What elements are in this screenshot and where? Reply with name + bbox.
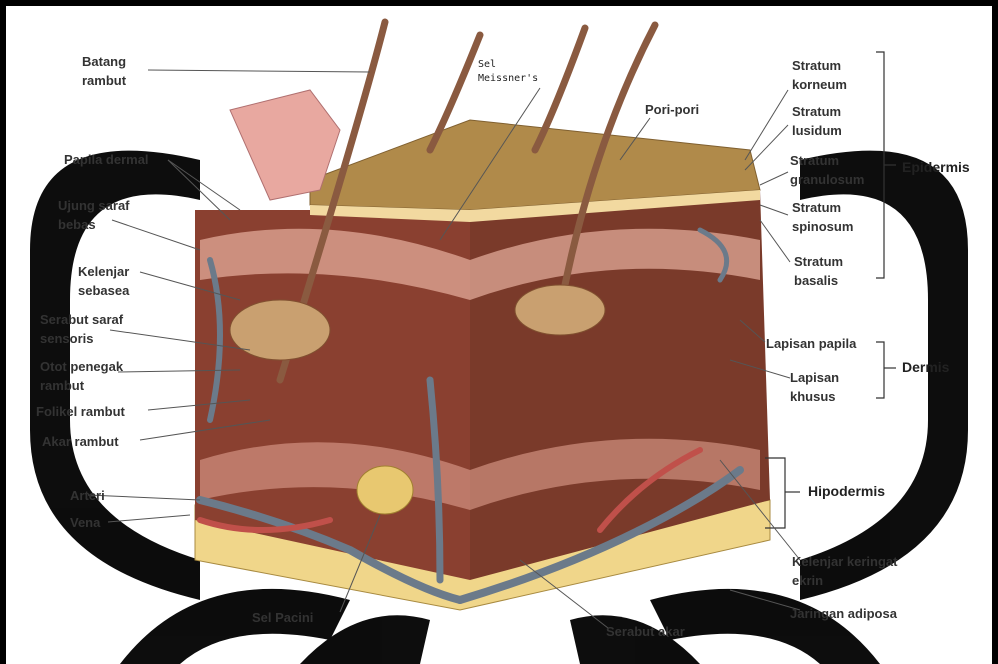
frame-right bbox=[992, 0, 998, 664]
label-sel-meissner: Sel Meissner's bbox=[478, 58, 538, 86]
label-stratum-lusidum: Stratum lusidum bbox=[792, 102, 842, 140]
sel-pacini-shape bbox=[357, 466, 413, 514]
label-stratum-spinosum: Stratum spinosum bbox=[792, 198, 853, 236]
label-group-hipodermis: Hipodermis bbox=[808, 482, 885, 501]
label-stratum-basalis: Stratum basalis bbox=[794, 252, 843, 290]
label-serabut-saraf-sensoris: Serabut saraf sensoris bbox=[40, 310, 123, 348]
frame-left bbox=[0, 0, 6, 664]
label-folikel-rambut: Folikel rambut bbox=[36, 402, 125, 421]
label-otot-penegak-rambut: Otot penegak rambut bbox=[40, 357, 123, 395]
label-batang-rambut: Batang rambut bbox=[82, 52, 126, 90]
label-stratum-granulosum: Stratum granulosum bbox=[790, 151, 864, 189]
label-group-epidermis: Epidermis bbox=[902, 158, 970, 177]
label-ujung-saraf-bebas: Ujung saraf bebas bbox=[58, 196, 130, 234]
label-jaringan-adiposa: Jaringan adiposa bbox=[790, 604, 897, 623]
label-lapisan-papila: Lapisan papila bbox=[766, 334, 856, 353]
label-sel-pacini: Sel Pacini bbox=[252, 608, 313, 627]
label-arteri: Arteri bbox=[70, 486, 105, 505]
label-group-dermis: Dermis bbox=[902, 358, 949, 377]
label-stratum-korneum: Stratum korneum bbox=[792, 56, 847, 94]
label-kelenjar-keringat-ekrin: Kelenjar keringat ekrin bbox=[792, 552, 898, 590]
label-lapisan-khusus: Lapisan khusus bbox=[790, 368, 839, 406]
label-serabut-akar: Serabut akar bbox=[606, 622, 685, 641]
label-pori-pori: Pori-pori bbox=[645, 100, 699, 119]
label-papila-dermal: Papila dermal bbox=[64, 150, 149, 169]
label-vena: Vena bbox=[70, 513, 100, 532]
frame-top bbox=[0, 0, 998, 6]
label-kelenjar-sebasea: Kelenjar sebasea bbox=[78, 262, 129, 300]
label-akar-rambut: Akar rambut bbox=[42, 432, 119, 451]
